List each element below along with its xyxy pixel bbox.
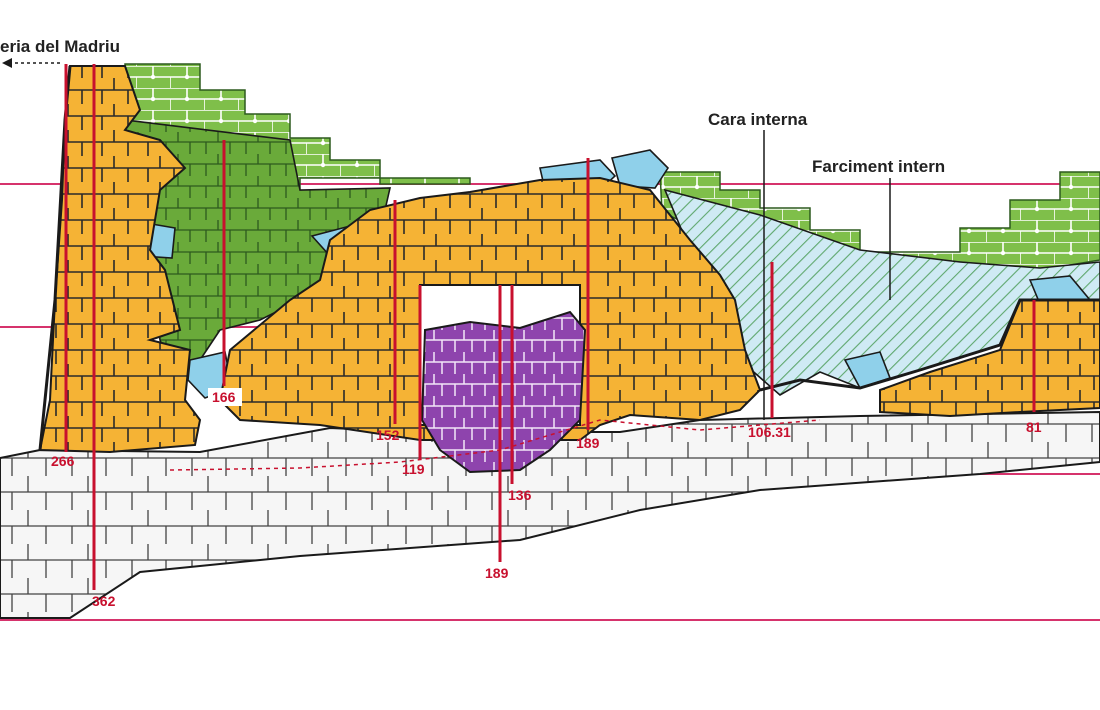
measure-label-136: 136 xyxy=(508,487,532,503)
measure-label-166-bg xyxy=(208,388,242,406)
label-inner-face: Cara interna xyxy=(708,110,808,129)
measurement-labels: 266 362 166 152 119 136 189 189 106.31 8… xyxy=(51,388,1042,609)
blue-stone xyxy=(610,149,670,189)
measure-label-152: 152 xyxy=(376,427,400,443)
label-inner-fill: Farciment intern xyxy=(812,157,945,176)
measure-label-362: 362 xyxy=(92,593,116,609)
orange-pillar-left xyxy=(38,65,202,454)
measure-label-189-center: 189 xyxy=(485,565,509,581)
measure-label-119: 119 xyxy=(402,461,425,477)
arrow-head xyxy=(2,58,12,68)
measure-label-81: 81 xyxy=(1026,419,1042,435)
measurement-lines xyxy=(64,64,1036,590)
measure-label-106: 106.31 xyxy=(748,424,791,440)
foundation-white-stones xyxy=(0,410,1100,619)
label-direction: eria del Madriu xyxy=(0,37,120,56)
measure-label-189-right: 189 xyxy=(576,435,600,451)
measure-label-266: 266 xyxy=(51,453,75,469)
orange-wall-right xyxy=(879,299,1100,418)
measure-label-166: 166 xyxy=(212,389,236,405)
